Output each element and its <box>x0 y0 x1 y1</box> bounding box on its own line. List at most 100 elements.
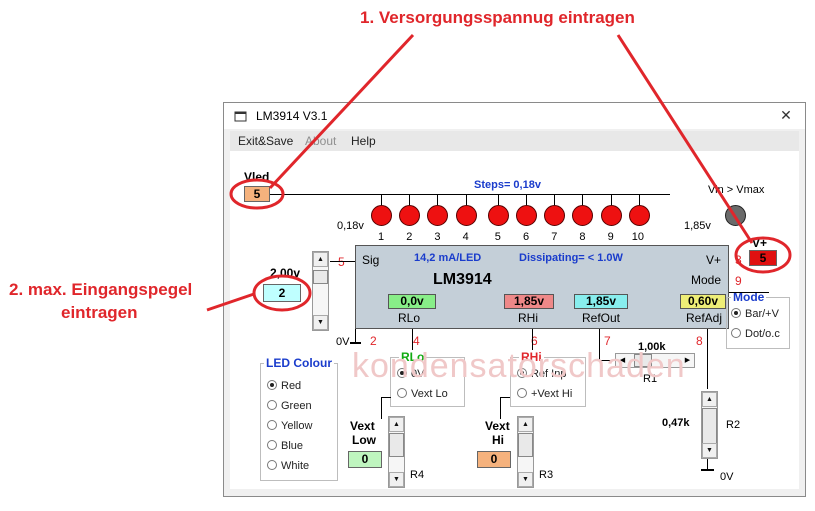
r2-label: R2 <box>726 419 741 431</box>
led-8 <box>572 205 594 226</box>
led-wire <box>409 194 411 205</box>
rhi-option-vext-hi[interactable]: +Vext Hi <box>517 388 572 400</box>
menu-bar: Exit&Save About Help <box>230 131 799 151</box>
vplus-input[interactable]: 5 <box>749 250 777 266</box>
rhi-group: RHi Ref Inp +Vext Hi <box>510 350 586 407</box>
vext-hi-field[interactable]: 0 <box>477 451 511 468</box>
watermark: kondensatorschaden <box>352 347 686 385</box>
arrow-up-icon[interactable]: ▲ <box>518 417 533 432</box>
rlo-option-vext-lo[interactable]: Vext Lo <box>397 388 448 400</box>
led-wire <box>381 194 382 205</box>
led-number: 3 <box>434 231 441 243</box>
led-number: 2 <box>406 231 413 243</box>
window-title: LM3914 V3.1 <box>256 109 328 123</box>
r3-label: R3 <box>539 469 554 481</box>
vext-low-line1: Vext <box>350 419 375 433</box>
menu-help[interactable]: Help <box>351 134 376 148</box>
vext-hi-line2: Hi <box>492 433 504 447</box>
menu-exit-save[interactable]: Exit&Save <box>238 134 294 148</box>
arrow-up-icon[interactable]: ▲ <box>313 252 328 267</box>
rlo-option-0v[interactable]: 0V <box>397 368 424 380</box>
mode-option-bar[interactable]: Bar/+V <box>731 308 779 320</box>
rhi-option-ref-inp[interactable]: Ref Inp <box>517 368 566 380</box>
radio-icon <box>267 460 277 470</box>
r1-line <box>599 329 600 361</box>
r4-label: R4 <box>410 469 425 481</box>
led-5 <box>487 205 509 226</box>
radio-icon <box>267 440 277 450</box>
arrow-right-icon[interactable]: ▶ <box>684 357 691 364</box>
rlo-value-box: 0,0v <box>388 294 436 309</box>
chip-dissipating: Dissipating= < 1.0W <box>519 252 623 264</box>
led-colour-title: LED Colour <box>264 356 334 370</box>
led-9 <box>600 205 622 226</box>
led-6 <box>516 205 537 226</box>
r1-thumb[interactable] <box>634 354 652 367</box>
led-wire <box>437 194 439 205</box>
vext-low-line2: Low <box>352 433 376 447</box>
arrow-down-icon[interactable]: ▼ <box>389 472 404 487</box>
arrow-down-icon[interactable]: ▼ <box>702 443 717 458</box>
menu-about[interactable]: About <box>305 134 337 148</box>
colour-red[interactable]: Red <box>267 380 301 392</box>
mode-option-dot[interactable]: Dot/o.c <box>731 328 780 340</box>
led-3 <box>427 205 449 226</box>
overvoltage-label: Vin > Vmax <box>708 184 765 196</box>
ground-label: 0V <box>336 336 350 348</box>
input-level-field[interactable]: 2 <box>263 284 301 302</box>
arrow-up-icon[interactable]: ▲ <box>389 417 404 432</box>
r1-scrollbar[interactable]: ◀ ▶ <box>615 353 695 368</box>
colour-yellow[interactable]: Yellow <box>267 420 312 432</box>
rhi-value-box: 1,85v <box>504 294 554 309</box>
vext-low-arrow-line <box>381 397 382 419</box>
arrow-up-icon[interactable]: ▲ <box>702 392 717 407</box>
colour-white[interactable]: White <box>267 460 309 472</box>
r2-value: 0,47k <box>662 417 690 429</box>
chip-mode-label: Mode <box>691 273 722 287</box>
r4-thumb[interactable] <box>389 433 404 457</box>
arrow-left-icon[interactable]: ◀ <box>619 357 626 364</box>
chip-vplus-label: V+ <box>706 253 722 267</box>
ground-stem <box>355 329 356 343</box>
scroll-thumb[interactable] <box>313 270 328 284</box>
radio-icon <box>267 400 277 410</box>
r2-ground-label: 0V <box>720 471 734 483</box>
led-colour-group: LED Colour Red Green Yellow Blue White <box>260 356 338 481</box>
rlo-group-title: RLo <box>399 350 427 364</box>
r3-thumb[interactable] <box>518 433 533 457</box>
callout-line-vled <box>268 33 415 190</box>
arrow-down-icon[interactable]: ▼ <box>518 472 533 487</box>
r1-value: 1,00k <box>638 341 666 353</box>
callout-line-vplus <box>616 34 754 244</box>
r2-ground-bar <box>701 469 714 471</box>
ground-bar <box>350 342 361 344</box>
vext-hi-line1: Vext <box>485 419 510 433</box>
colour-blue[interactable]: Blue <box>267 440 303 452</box>
colour-green[interactable]: Green <box>267 400 312 412</box>
scale-low-label: 0,18v <box>337 220 364 232</box>
input-scrollbar[interactable]: ▲ ▼ <box>312 251 329 331</box>
r1-label: R1 <box>643 373 658 385</box>
led-4 <box>455 205 477 226</box>
r2-scrollbar[interactable]: ▲ ▼ <box>701 391 718 459</box>
close-icon[interactable]: ✕ <box>780 107 792 123</box>
vled-input[interactable]: 5 <box>244 186 270 202</box>
led-number: 6 <box>523 231 530 243</box>
vext-low-field[interactable]: 0 <box>348 451 382 468</box>
r2-ground-stem <box>707 459 708 469</box>
led-number: 10 <box>631 231 645 243</box>
pin-8-label: 8 <box>696 334 703 348</box>
refout-value-box: 1,85v <box>574 294 628 309</box>
mode-line <box>729 292 769 293</box>
r3-scrollbar[interactable]: ▲ ▼ <box>517 416 534 488</box>
radio-selected-icon <box>267 380 277 390</box>
arrow-down-icon[interactable]: ▼ <box>313 315 328 330</box>
r4-scrollbar[interactable]: ▲ ▼ <box>388 416 405 488</box>
led-1 <box>371 205 392 226</box>
pin-4-label: 4 <box>413 334 420 348</box>
rlo-line <box>412 329 413 354</box>
led-number: 9 <box>607 231 614 243</box>
led-wire <box>497 194 499 205</box>
radio-icon <box>731 328 741 338</box>
mode-group: Mode Bar/+V Dot/o.c <box>726 290 790 349</box>
